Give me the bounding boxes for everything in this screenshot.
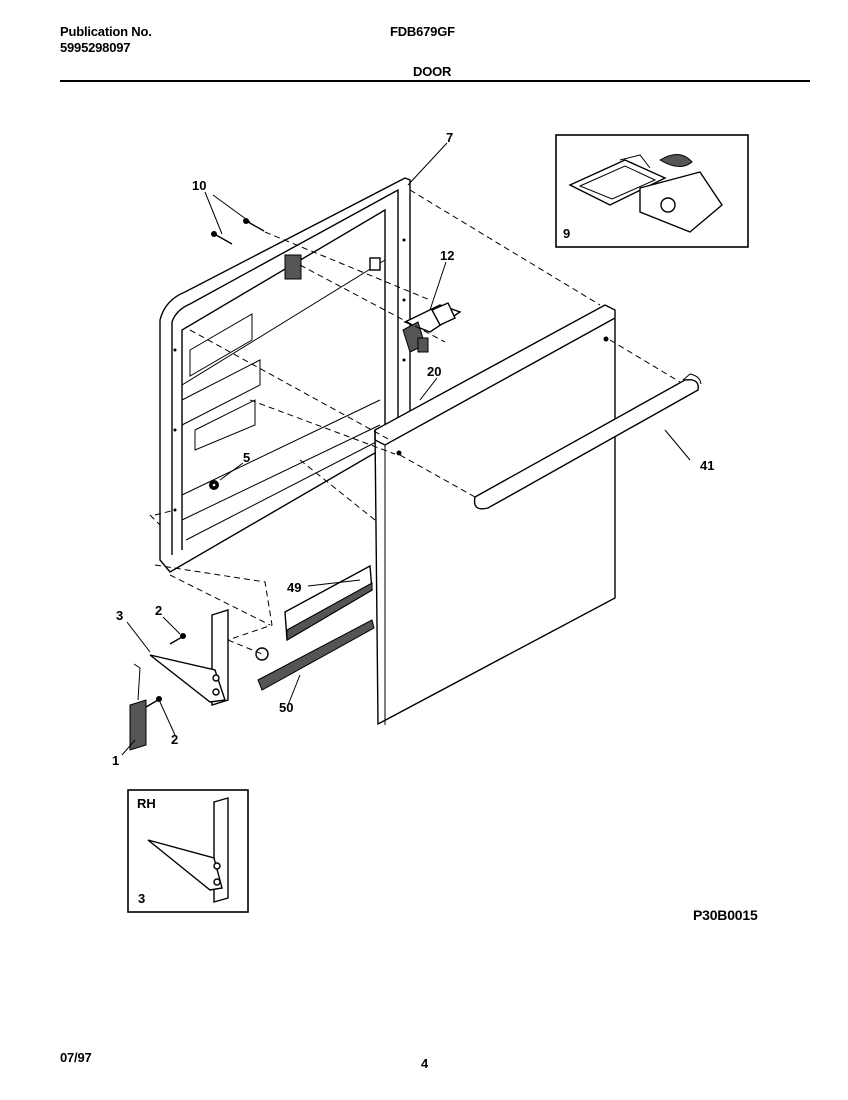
callout-12: 12 bbox=[440, 248, 454, 263]
vent-strip bbox=[284, 564, 373, 642]
publication-label: Publication No. bbox=[60, 24, 152, 39]
callout-20: 20 bbox=[427, 364, 441, 379]
callout-49: 49 bbox=[287, 580, 301, 595]
header-rule bbox=[60, 80, 810, 82]
callout-9: 9 bbox=[563, 226, 570, 241]
callout-1: 1 bbox=[112, 753, 119, 768]
inset-rh-hinge: RH 3 bbox=[127, 789, 249, 913]
callout-3: 3 bbox=[116, 608, 123, 623]
callout-5: 5 bbox=[243, 450, 250, 465]
callout-10: 10 bbox=[192, 178, 206, 193]
inner-door-liner bbox=[159, 177, 411, 573]
callout-2-lower: 2 bbox=[171, 732, 178, 747]
hinge-assembly bbox=[129, 609, 269, 751]
page-number: 4 bbox=[421, 1056, 429, 1071]
alignment-lines bbox=[149, 189, 681, 655]
section-title: DOOR bbox=[413, 64, 452, 79]
callout-2-upper: 2 bbox=[155, 603, 162, 618]
inset-dispenser: 9 bbox=[555, 134, 749, 248]
inset-rh-part: 3 bbox=[138, 891, 145, 906]
inset-rh-label: RH bbox=[137, 796, 156, 811]
figure-code: P30B0015 bbox=[693, 907, 758, 923]
footer-date: 07/97 bbox=[60, 1050, 92, 1065]
bottom-strip bbox=[257, 619, 375, 691]
screws bbox=[209, 218, 265, 490]
callout-leaders bbox=[121, 142, 691, 756]
callout-labels: 7 10 12 20 41 5 49 3 2 2 1 50 bbox=[112, 130, 714, 768]
callout-7: 7 bbox=[446, 130, 453, 145]
publication-number: 5995298097 bbox=[60, 40, 131, 55]
model-number: FDB679GF bbox=[390, 24, 455, 39]
callout-50: 50 bbox=[279, 700, 293, 715]
callout-41: 41 bbox=[700, 458, 714, 473]
latch-assembly bbox=[402, 302, 462, 353]
outer-door-panel bbox=[374, 304, 616, 726]
door-handle bbox=[473, 373, 702, 510]
